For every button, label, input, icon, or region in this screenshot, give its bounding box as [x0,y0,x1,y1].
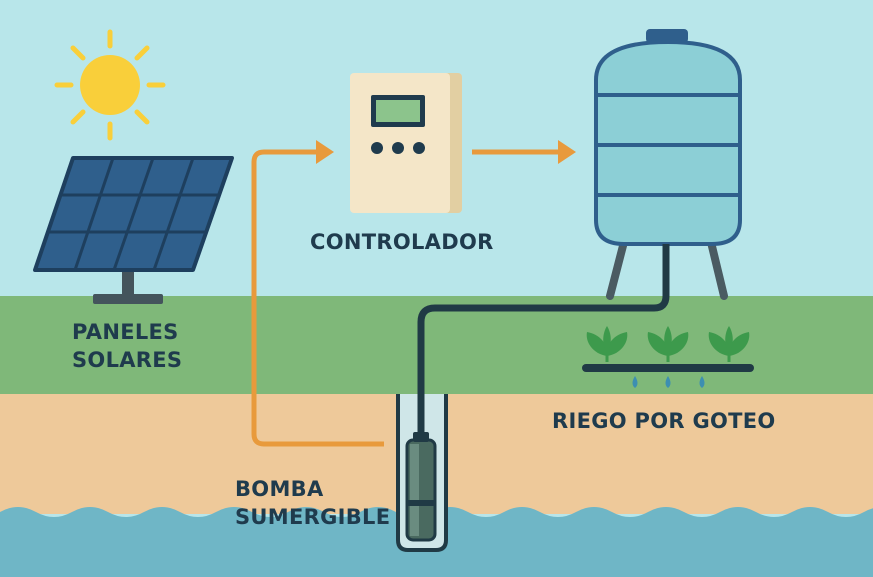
submersible-pump-label: BOMBA SUMERGIBLE [235,475,390,531]
power-flow-arrow [251,140,384,447]
solar-panels-label-line1: PANELES [72,320,179,344]
submersible-pump-icon [405,432,437,542]
solar-panels-label: PANELES SOLARES [72,318,182,374]
drip-irrigation-label: RIEGO POR GOTEO [552,409,776,433]
solar-panels-label-line2: SOLARES [72,348,183,372]
controller-label: CONTROLADOR [310,230,494,254]
pump-label-line1: BOMBA [235,477,324,501]
solar-panel-icon [33,156,234,304]
drip-irrigation-line [582,364,754,372]
water-tank-icon [594,29,742,300]
plant-icon [586,326,750,362]
water-pipe [417,244,670,434]
sun-icon [54,29,166,141]
water-drop-icon [632,376,705,388]
pump-label-line2: SUMERGIBLE [235,505,391,529]
controller-icon [350,73,462,213]
controller-to-tank-arrow [472,140,576,164]
